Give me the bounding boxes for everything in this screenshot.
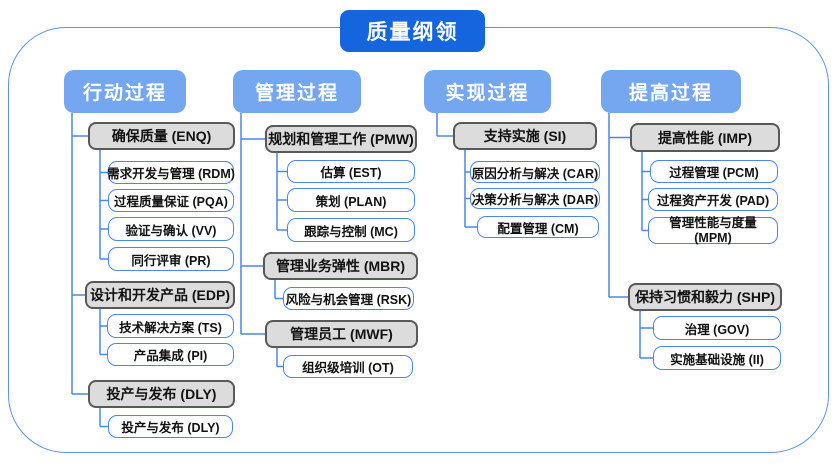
node-ii: 实施基础设施 (II) (653, 346, 781, 370)
connector-col2-mwf (276, 348, 283, 368)
diagram-title: 质量纲领 (340, 10, 485, 52)
node-pi: 产品集成 (PI) (107, 343, 234, 366)
connector-col4-shp (639, 311, 653, 359)
node-cm: 配置管理 (CM) (477, 216, 599, 238)
node-dar: 决策分析与解决 (DAR) (470, 188, 600, 209)
node-edp: 设计和开发产品 (EDP) (85, 281, 235, 309)
node-rdm: 需求开发与管理 (RDM) (107, 161, 235, 184)
node-dly-leaf: 投产与发布 (DLY) (108, 415, 233, 438)
node-mc: 跟踪与控制 (MC) (287, 218, 415, 242)
node-imp: 提高性能 (IMP) (630, 123, 780, 152)
connector-col3-si (464, 150, 477, 228)
node-plan: 策划 (PLAN) (287, 188, 415, 212)
column-header-action-process: 行动过程 (64, 70, 186, 113)
node-ot: 组织级培训 (OT) (283, 355, 413, 378)
node-pqa: 过程质量保证 (PQA) (108, 189, 234, 212)
node-mwf: 管理员工 (MWF) (265, 320, 418, 348)
node-si: 支持实施 (SI) (453, 122, 597, 150)
connector-col1-enq (99, 150, 108, 260)
connector-col4-imp (641, 152, 650, 232)
node-pmw: 规划和管理工作 (PMW) (265, 125, 417, 153)
node-mbr: 管理业务弹性 (MBR) (263, 252, 418, 280)
connector-col2-mbr (274, 280, 283, 300)
connector-col2-header (240, 113, 265, 335)
node-gov: 治理 (GOV) (653, 316, 781, 340)
node-car: 原因分析与解决 (CAR) (470, 161, 600, 183)
connector-col4-header (608, 113, 630, 298)
node-dly: 投产与发布 (DLY) (88, 380, 235, 408)
column-header-implementation-process: 实现过程 (424, 70, 551, 113)
node-est: 估算 (EST) (287, 160, 415, 183)
column-header-improvement-process: 提高过程 (601, 70, 741, 113)
node-mpm: 管理性能与度量 (MPM) (648, 216, 778, 245)
connector-col1-header (71, 113, 88, 395)
node-pad: 过程资产开发 (PAD) (648, 188, 778, 211)
connector-col1-edp (99, 309, 107, 356)
connector-col2-pmw (276, 153, 287, 231)
connector-col3-header (436, 113, 453, 137)
node-pcm: 过程管理 (PCM) (650, 160, 778, 183)
node-shp: 保持习惯和毅力 (SHP) (628, 283, 782, 311)
node-vv: 验证与确认 (VV) (108, 217, 234, 241)
connector-col1-dly (99, 408, 108, 428)
node-rsk: 风险与机会管理 (RSK) (283, 287, 414, 310)
node-ts: 技术解决方案 (TS) (107, 314, 234, 338)
node-pr: 同行评审 (PR) (108, 247, 234, 271)
column-header-management-process: 管理过程 (233, 70, 361, 113)
node-enq: 确保质量 (ENQ) (88, 122, 235, 150)
